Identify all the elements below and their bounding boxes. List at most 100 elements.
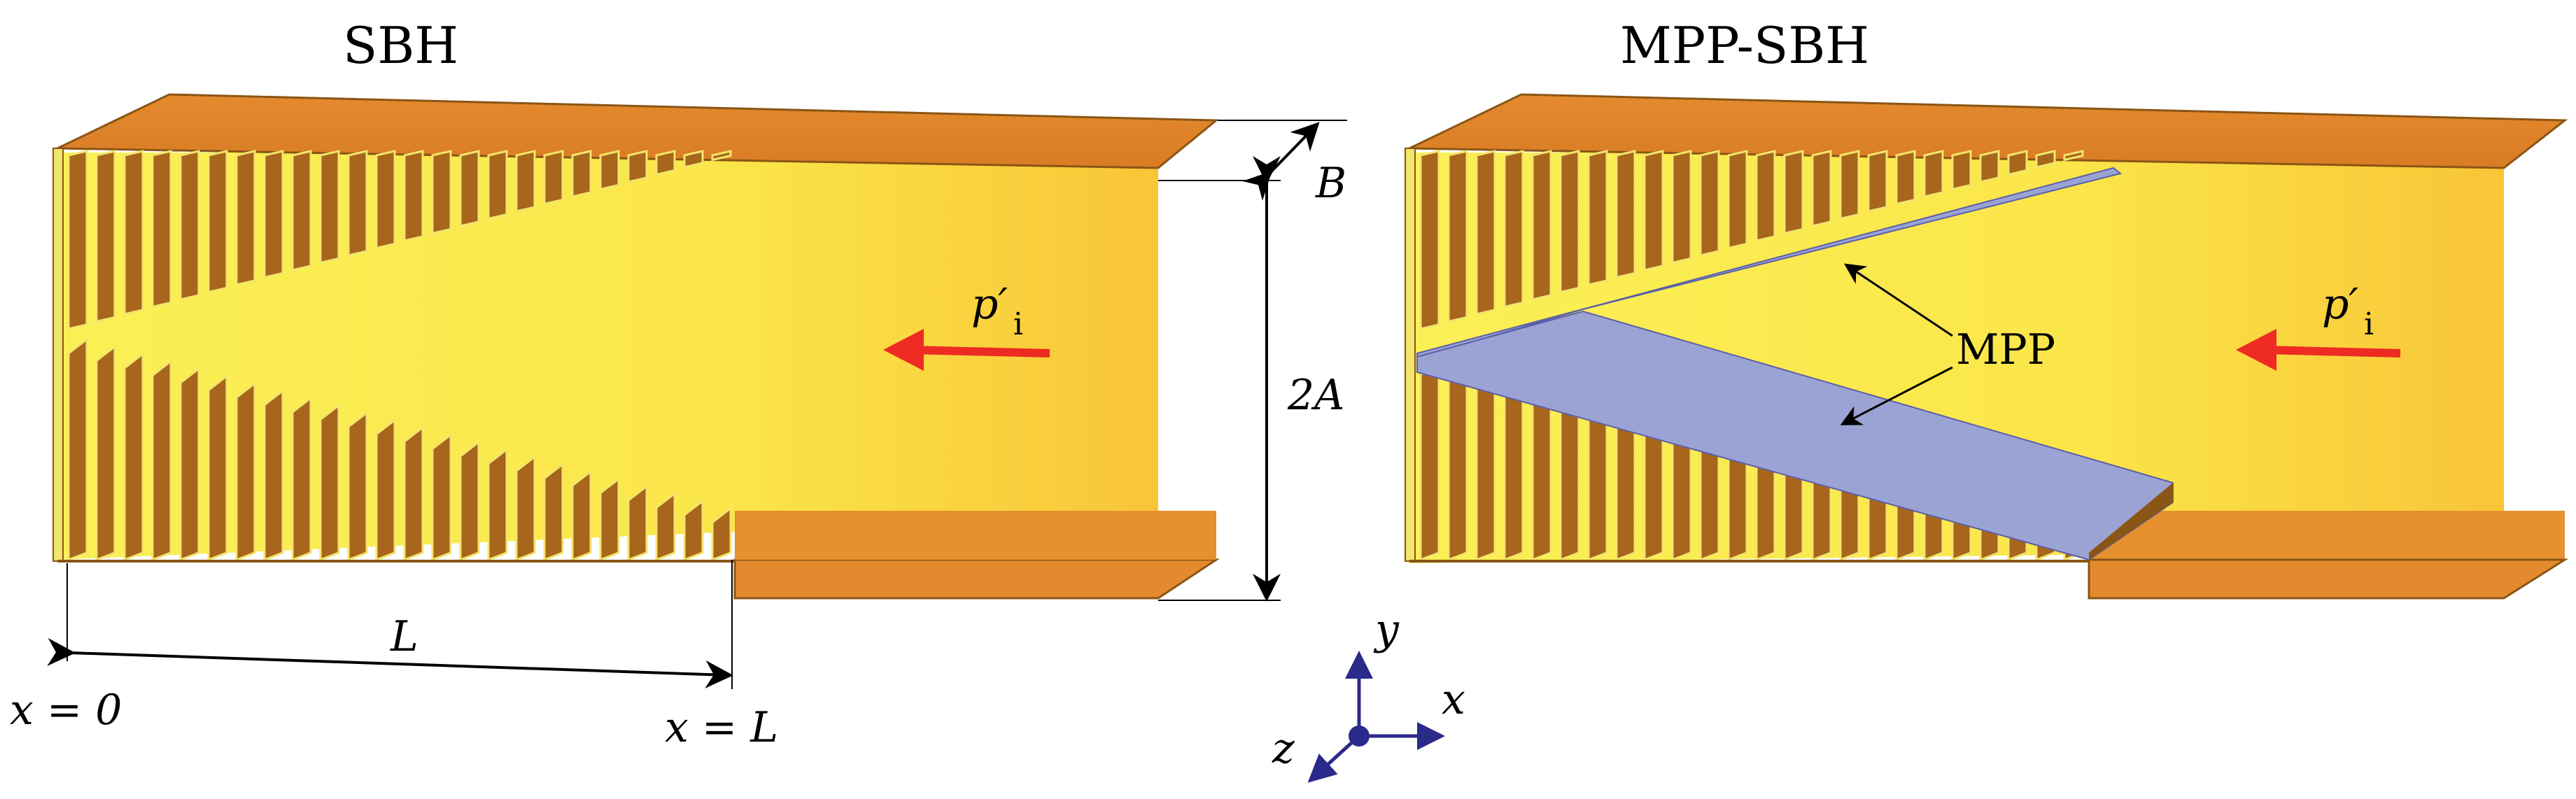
fin	[1671, 150, 1692, 264]
fin	[627, 483, 648, 562]
fin	[1755, 457, 1776, 562]
fin	[347, 150, 368, 257]
sbh-bottom-plate	[733, 558, 1220, 600]
mpp-sbh-duct	[1405, 93, 2569, 600]
fin	[571, 150, 592, 198]
fin	[263, 150, 284, 279]
label-b: B	[1315, 159, 1346, 208]
fin	[1839, 150, 1860, 220]
fin	[1559, 150, 1580, 294]
fin	[1447, 376, 1468, 562]
fin	[291, 395, 312, 562]
fin	[1615, 150, 1636, 279]
fin	[375, 150, 396, 250]
incident-wave-sub-right: i	[2364, 306, 2374, 342]
incident-wave-label-left: p′	[971, 280, 1008, 329]
fin	[151, 150, 172, 309]
fin	[151, 359, 172, 562]
sbh-bottom-plate-top	[735, 511, 1216, 560]
fin	[1615, 420, 1636, 562]
fin	[263, 388, 284, 562]
mpp-lower-sheet-edge	[2089, 483, 2173, 560]
sbh-lower-fins	[67, 337, 732, 562]
mpp-top-plate	[1409, 93, 2568, 169]
fin	[431, 150, 452, 235]
fin	[1895, 150, 1916, 206]
fin	[1867, 150, 1888, 213]
label-2a: 2A	[1287, 371, 1345, 420]
incident-wave-left: p′ i	[883, 280, 1050, 371]
fin	[655, 491, 676, 562]
sbh-left-edge	[52, 148, 64, 562]
fin	[459, 150, 480, 227]
fin	[95, 344, 116, 562]
fin	[683, 150, 704, 169]
fin	[1419, 150, 1440, 330]
fin	[179, 366, 200, 562]
fin	[711, 506, 732, 562]
fin	[1587, 150, 1608, 286]
fin	[123, 150, 144, 316]
fin	[431, 432, 452, 562]
fin	[599, 150, 620, 191]
fin	[515, 454, 536, 562]
incident-wave-label-right: p′	[2322, 280, 2358, 329]
fin	[571, 469, 592, 562]
fin	[711, 150, 732, 162]
fin	[67, 150, 88, 330]
fin	[655, 150, 676, 176]
fin	[1587, 413, 1608, 562]
fin	[403, 150, 424, 242]
fin	[95, 150, 116, 323]
axis-label-y: y	[1373, 605, 1400, 654]
fin	[235, 381, 256, 562]
dimension-2a: 2A	[1158, 156, 1345, 602]
incident-wave-right: p′ i	[2236, 280, 2401, 371]
fin	[347, 410, 368, 562]
title-mpp-sbh: MPP-SBH	[1620, 16, 1869, 75]
fin	[1643, 427, 1664, 562]
fin	[319, 403, 340, 562]
label-mpp: MPP	[1956, 325, 2055, 374]
fin	[683, 498, 704, 562]
fin	[375, 418, 396, 562]
fin	[1447, 150, 1468, 323]
title-sbh: SBH	[343, 16, 458, 75]
coordinate-axes: y x z	[1272, 605, 1465, 783]
fin	[1923, 150, 1944, 198]
fin	[207, 374, 228, 562]
fin	[67, 337, 88, 562]
fin	[599, 476, 620, 562]
fin	[515, 150, 536, 213]
fin	[235, 150, 256, 286]
fin	[2007, 150, 2028, 176]
incident-wave-sub-left: i	[1013, 306, 1023, 342]
axis-label-z: z	[1272, 724, 1295, 773]
label-x-eq-0: x = 0	[10, 686, 122, 735]
mpp-annotation: MPP	[1840, 263, 2055, 425]
fin	[459, 439, 480, 562]
fin	[1503, 150, 1524, 309]
fin	[2063, 150, 2084, 162]
sbh-top-plate	[57, 93, 1220, 169]
mpp-bottom-plate-top	[2089, 511, 2565, 560]
fin	[543, 150, 564, 206]
fin	[1979, 150, 2000, 183]
fin	[1531, 150, 1552, 301]
fin	[543, 462, 564, 562]
dimension-l: L x = 0 x = L	[10, 560, 778, 752]
axis-label-x: x	[1442, 675, 1465, 724]
fin	[291, 150, 312, 271]
fin	[123, 351, 144, 562]
fin	[1559, 405, 1580, 562]
fin	[1699, 442, 1720, 562]
fin	[1419, 369, 1440, 562]
fin	[487, 447, 508, 562]
fin	[403, 425, 424, 562]
fin	[1727, 449, 1748, 562]
fin	[1643, 150, 1664, 271]
fin	[1475, 150, 1496, 316]
axes-origin	[1349, 726, 1370, 747]
fin	[1531, 398, 1552, 562]
